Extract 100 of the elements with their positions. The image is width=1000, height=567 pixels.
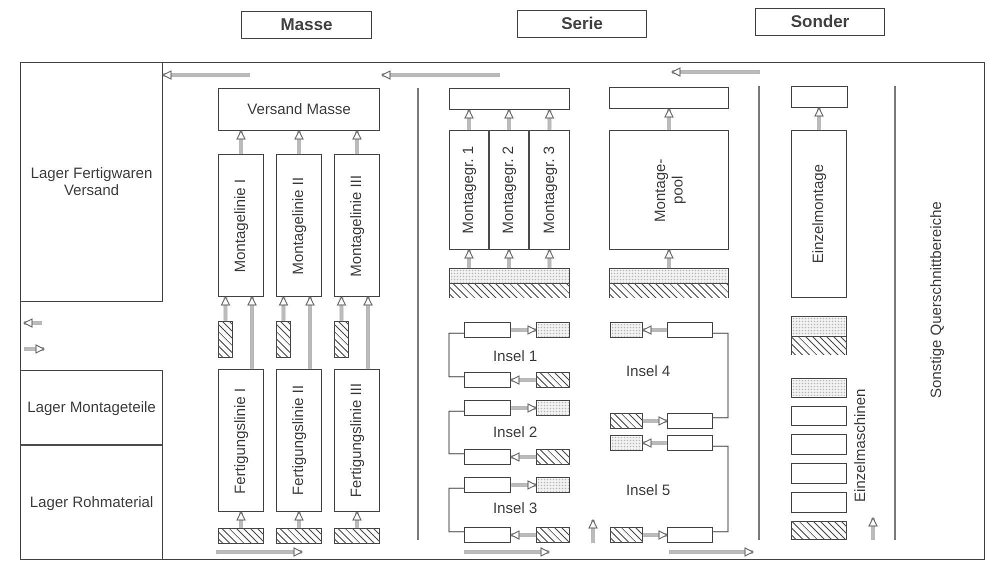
machine-box <box>464 449 511 465</box>
buffer-area <box>610 527 643 543</box>
buffer-area <box>536 527 570 543</box>
buffer-area <box>334 528 380 544</box>
flow-arrow <box>248 296 256 369</box>
parts-area <box>610 322 643 338</box>
storage-area <box>20 370 163 445</box>
station-label: Einzelmontage <box>810 164 828 264</box>
flow-arrow <box>294 130 304 154</box>
buffer-area <box>791 316 847 355</box>
flow-arrow <box>642 326 667 334</box>
buffer-area <box>791 521 847 540</box>
flow-arrow <box>510 530 536 540</box>
buffer-area <box>218 528 264 544</box>
station-label: Montagelinie III <box>348 174 366 276</box>
flow-arrow <box>279 296 288 321</box>
station-label: Montagegr. 1 <box>460 146 478 234</box>
buffer-area <box>276 321 291 358</box>
flow-arrow <box>545 250 554 268</box>
flow-arrow <box>511 404 536 412</box>
machine-box <box>791 492 847 513</box>
area-label: Insel 2 <box>493 424 538 442</box>
station-box <box>529 130 570 250</box>
machine-box <box>791 463 847 484</box>
station-label: Montagelinie II <box>290 176 308 274</box>
machine-box <box>464 477 511 493</box>
station-label: Lager Rohmaterial <box>30 494 154 512</box>
flow-arrow <box>236 512 246 528</box>
station-label: Montagegr. 3 <box>540 146 558 234</box>
station-label: Serie <box>561 14 603 34</box>
flow-arrow <box>664 250 674 268</box>
area-label: Insel 4 <box>626 363 670 380</box>
flow-arrow <box>814 108 824 130</box>
station-label: Montagelinie I <box>232 178 250 272</box>
station-label: Lager Montageteile <box>27 398 156 416</box>
machine-box <box>464 400 511 416</box>
station-box <box>218 369 264 512</box>
flow-arrow <box>294 512 304 528</box>
machine-box <box>791 434 847 455</box>
flow-arrow <box>664 108 674 130</box>
connector-line <box>448 488 464 532</box>
connector-line <box>712 332 728 418</box>
machine-box <box>667 413 713 429</box>
station-label: Fertigungslinie I <box>232 388 250 494</box>
flow-arrow <box>511 480 536 490</box>
machine-box <box>791 406 847 426</box>
machine-box <box>667 435 713 451</box>
station-label: Fertigungslinie III <box>348 383 366 498</box>
flow-arrow <box>510 452 536 462</box>
station-box <box>609 130 729 250</box>
category-header <box>241 11 372 39</box>
flow-arrow <box>337 296 346 321</box>
flow-arrow <box>504 250 514 268</box>
buffer-area <box>218 321 233 358</box>
flow-arrow <box>364 296 372 369</box>
buffer-area <box>334 321 349 358</box>
machine-box <box>464 322 511 338</box>
station-box <box>334 369 380 512</box>
station-label: Masse <box>280 15 332 35</box>
parts-area <box>791 378 847 398</box>
station-box <box>791 130 847 298</box>
area-label: Insel 5 <box>626 482 670 500</box>
flow-arrow <box>306 296 314 369</box>
station-label: Versand Masse <box>247 100 351 118</box>
buffer-area <box>536 449 570 465</box>
buffer-area <box>276 528 322 544</box>
station-label: Montagegr. 2 <box>500 146 518 234</box>
station-label: Sonder <box>790 12 850 32</box>
area-label: Sonstige Querschnittbereiche <box>928 200 946 400</box>
station-box <box>449 130 489 250</box>
flow-arrow <box>642 438 667 448</box>
station-label: Montage-pool <box>652 157 686 224</box>
flow-arrow <box>464 110 474 130</box>
flow-arrow <box>643 530 668 540</box>
storage-area <box>20 445 163 560</box>
area-label: Einzelmaschinen <box>852 388 870 504</box>
station-label: Lager Fertigwaren Versand <box>30 164 154 200</box>
flow-arrow <box>352 512 362 528</box>
flow-arrow <box>236 130 246 154</box>
flow-arrow <box>221 296 230 321</box>
machine-box <box>667 527 713 543</box>
flow-arrow <box>545 110 554 130</box>
flow-arrow <box>511 326 536 334</box>
parts-area <box>536 322 570 338</box>
flow-arrow <box>510 376 536 384</box>
connector-line <box>712 446 728 532</box>
area-label: Insel 1 <box>493 348 538 366</box>
connector-line <box>448 332 464 378</box>
flow-arrow <box>464 250 474 268</box>
station-box <box>276 154 322 297</box>
area-label: Insel 3 <box>493 500 538 518</box>
machine-box <box>609 87 729 109</box>
station-box <box>218 154 264 297</box>
station-box <box>276 369 322 512</box>
parts-area <box>610 435 643 451</box>
machine-box <box>449 88 570 110</box>
station-box <box>218 88 380 131</box>
station-box <box>334 154 380 297</box>
flow-arrow <box>162 70 250 80</box>
category-header <box>755 8 885 36</box>
